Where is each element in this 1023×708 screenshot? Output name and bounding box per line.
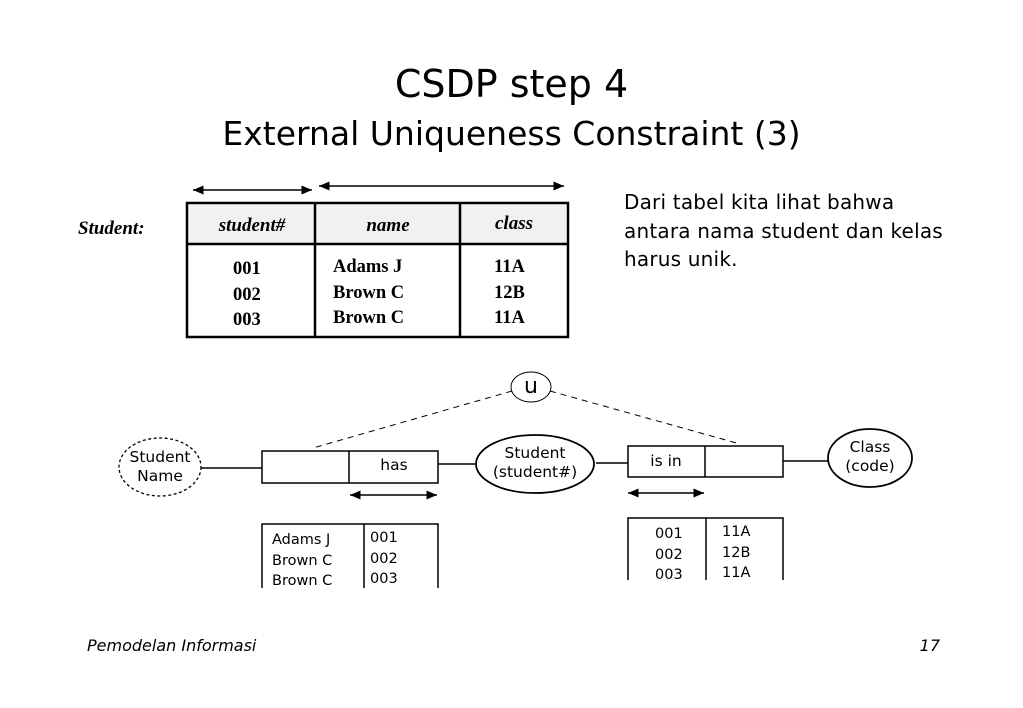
fact-type-has [261, 450, 439, 484]
population-cell: 11A [722, 565, 751, 581]
population-cell: Brown C [272, 573, 333, 589]
fact-type-is-in [627, 445, 784, 478]
table-cell: 002 [233, 284, 261, 305]
population-cell: 11A [722, 524, 751, 540]
column-names: Adams J Brown C Brown C [333, 255, 404, 332]
header-student-id: student# [218, 215, 286, 236]
has-population-names: Adams J Brown C Brown C [272, 530, 332, 592]
constraint-link-has [312, 390, 513, 449]
population-cell: 002 [370, 550, 398, 567]
is-in-population-classes: 11A 12B 11A [722, 522, 750, 584]
entity-student [475, 434, 595, 494]
table-cell: 11A [494, 308, 525, 328]
table-cell: Brown C [333, 308, 405, 328]
slide-subtitle: External Uniqueness Constraint (3) [222, 114, 801, 153]
population-cell: 002 [655, 546, 683, 563]
population-cell: Adams J [272, 532, 331, 548]
table-cell: Adams J [333, 257, 403, 277]
column-classes: 11A 12B 11A [494, 255, 525, 332]
table-cell: 003 [233, 310, 261, 330]
population-cell: 003 [655, 567, 683, 583]
column-student-ids: 001 002 003 [233, 257, 261, 334]
is-in-label: is in [650, 452, 682, 470]
constraint-link-is-in [549, 390, 741, 445]
entity-class [827, 428, 913, 488]
student-label: Student (student#) [492, 444, 578, 481]
student-table-frame [185, 201, 570, 339]
explanation-text: Dari tabel kita lihat bahwa antara nama … [624, 190, 943, 271]
table-cell: 001 [233, 259, 261, 279]
population-cell: 001 [655, 526, 683, 542]
has-label: has [380, 456, 408, 474]
page-number: 17 [919, 636, 940, 655]
population-cell: 003 [370, 571, 398, 587]
table-cell: Brown C [333, 282, 405, 303]
uniqueness-constraint-label: u [524, 374, 538, 399]
table-cell: 12B [494, 282, 525, 303]
entity-student-name [118, 437, 202, 497]
class-label: Class (code) [845, 438, 895, 475]
has-population-frame [261, 523, 439, 588]
population-cell: 001 [370, 530, 398, 546]
has-population-ids: 001 002 003 [370, 528, 398, 590]
table-label: Student: [78, 218, 145, 239]
slide-title: CSDP step 4 [394, 62, 629, 106]
population-cell: 12B [722, 544, 751, 561]
footer-course-name: Pemodelan Informasi [87, 636, 257, 655]
population-cell: Brown C [272, 552, 333, 569]
header-class: class [495, 213, 533, 234]
student-name-label: Student Name [129, 448, 191, 485]
header-name: name [366, 215, 410, 236]
is-in-population-ids: 001 002 003 [655, 524, 683, 586]
table-cell: 11A [494, 257, 525, 277]
is-in-population-frame [627, 517, 784, 580]
uniqueness-constraint-circle [510, 371, 552, 403]
